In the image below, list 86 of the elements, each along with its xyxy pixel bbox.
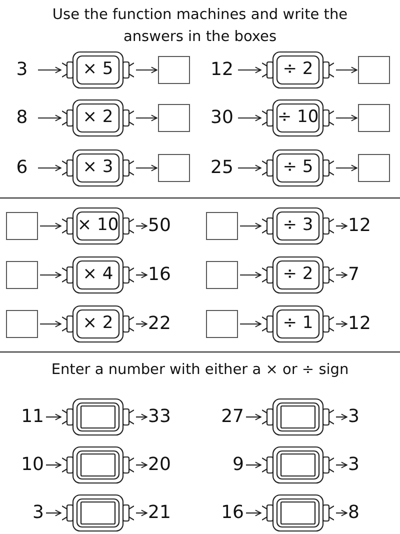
answer-box: [158, 104, 190, 132]
operation-text: ÷ 1: [282, 312, 314, 336]
arrow: [136, 66, 158, 74]
number: 16: [148, 266, 171, 284]
arrow: [240, 222, 262, 230]
arrow: [46, 414, 62, 420]
arrow: [38, 114, 62, 122]
number: 25: [210, 159, 234, 177]
number: 21: [148, 504, 171, 522]
number: 16: [221, 504, 244, 522]
number: 50: [148, 217, 171, 235]
operation-text: × 10: [77, 214, 119, 238]
operation-text: × 5: [82, 58, 114, 82]
arrow: [136, 462, 148, 468]
number: 12: [348, 315, 371, 333]
arrow: [336, 114, 358, 122]
number: 30: [210, 109, 234, 127]
arrow: [238, 164, 262, 172]
number: 10: [21, 456, 44, 474]
title: Use the function machines and write the answers in the boxes: [51, 6, 349, 47]
answer-box: [6, 310, 38, 338]
arrow: [336, 414, 348, 420]
operation-text: ÷ 2: [282, 263, 314, 286]
number: 33: [148, 408, 171, 426]
operation-text: ÷ 3: [282, 214, 314, 238]
number: 11: [21, 408, 44, 426]
arrow: [336, 66, 358, 74]
number: 3: [16, 61, 28, 79]
number: 27: [221, 408, 244, 426]
number: 12: [348, 217, 371, 235]
answer-box: [358, 104, 390, 132]
answer-box: [6, 261, 38, 289]
arrow: [240, 320, 262, 328]
answer-box: [158, 56, 190, 84]
operation-text: × 2: [82, 312, 114, 336]
number: 3: [32, 504, 44, 522]
arrow: [336, 462, 348, 468]
number: 12: [210, 61, 234, 79]
answer-box: [206, 212, 238, 240]
number: 20: [148, 456, 171, 474]
arrow: [136, 272, 148, 278]
arrow: [40, 320, 62, 328]
arrow: [336, 164, 358, 172]
arrow: [336, 510, 348, 516]
number: 8: [348, 504, 360, 522]
operation-text: ÷ 5: [282, 156, 314, 180]
arrow: [136, 510, 148, 516]
number: 3: [348, 408, 360, 426]
arrow: [136, 222, 148, 230]
arrow: [336, 222, 348, 230]
arrow: [336, 320, 348, 328]
answer-box: [358, 56, 390, 84]
arrow: [246, 414, 262, 420]
answer-box: [358, 154, 390, 182]
arrow: [136, 164, 158, 172]
arrow: [46, 462, 62, 468]
instruction-text: Enter a number with either a × or ÷ sign: [51, 361, 349, 380]
number: 7: [348, 266, 360, 284]
arrow: [46, 510, 62, 516]
arrow: [40, 272, 62, 278]
arrow: [136, 114, 158, 122]
number: 22: [148, 315, 171, 333]
arrow: [246, 510, 262, 516]
arrow: [246, 462, 262, 468]
operation-text: ÷ 2: [282, 58, 314, 82]
arrow: [240, 272, 262, 278]
arrow: [238, 66, 262, 74]
answer-box: [206, 261, 238, 289]
arrow: [38, 66, 62, 74]
number: 8: [16, 109, 28, 127]
answer-box: [206, 310, 238, 338]
arrow: [40, 222, 62, 230]
arrow: [336, 272, 348, 278]
arrow: [136, 414, 148, 420]
number: 6: [16, 159, 28, 177]
arrow: [38, 164, 62, 172]
arrow: [238, 114, 262, 122]
arrow: [136, 320, 148, 328]
answer-box: [6, 212, 38, 240]
operation-text: ÷ 10: [277, 106, 319, 130]
answer-box: [158, 154, 190, 182]
operation-text: × 2: [82, 106, 114, 130]
number: 9: [232, 456, 244, 474]
operation-text: × 4: [82, 263, 114, 286]
operation-text: × 3: [82, 156, 114, 180]
number: 3: [348, 456, 360, 474]
